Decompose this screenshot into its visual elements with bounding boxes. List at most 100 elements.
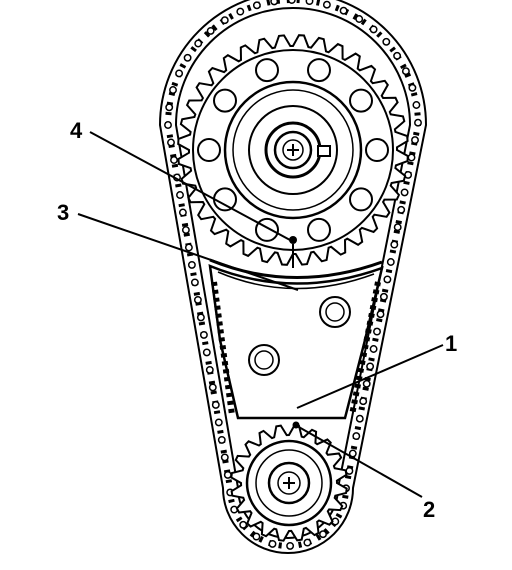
chain-roller [408,83,417,92]
chain-roller [404,170,413,179]
camshaft-timing-mark [289,236,297,244]
chain-roller [175,69,184,78]
chain-roller [178,208,187,217]
camshaft-bolt-center [282,139,304,161]
chain-roller [411,136,419,145]
chain-roller [287,0,296,4]
chain-roller [211,400,220,409]
leader-lines [77,131,444,498]
chain-roller [383,275,392,284]
chain-roller [217,435,226,444]
chain-rollers [164,0,422,550]
chain-roller [196,313,205,322]
callout-3: 3 [57,200,69,225]
chain-roller [376,310,385,319]
crankshaft-sprocket-ring [255,449,323,517]
chain-roller [362,379,371,388]
timing-chain [158,0,428,554]
chain-roller [352,432,361,441]
sprocket-lightening-hole [213,88,237,113]
chain-roller [164,121,172,129]
leader-line-1 [296,344,444,409]
guide-bolt-hole-upper [319,296,351,328]
chain-roller [239,520,248,529]
chain-roller [167,138,175,147]
chain-roller [202,348,211,357]
chain-roller [400,188,409,197]
camshaft-hub-ring [232,89,354,211]
chain-roller [165,103,174,112]
chain-roller [355,414,364,423]
chain-outer-edge [158,0,428,554]
crankshaft-bolt-cross-icon [283,477,295,489]
chain-roller [252,532,261,541]
chain-roller [305,0,314,6]
chain-roller [169,86,177,94]
chain-roller [214,418,223,427]
chain-roller [382,37,391,46]
chain-roller [194,39,203,48]
chain-roller [390,240,399,249]
chain-roller [190,278,199,287]
chain-roller [366,362,375,371]
sprocket-lightening-hole [307,58,331,83]
camshaft-bolt-cross-icon [287,144,299,156]
chain-roller [407,153,416,162]
chain-roller [369,25,378,34]
chain-roller [208,383,217,392]
leader-line-2 [296,425,423,498]
callout-4: 4 [70,118,83,143]
chain-roller [220,16,229,25]
chain-roller [176,191,184,199]
chain-roller [397,205,406,214]
camshaft-hub-inner [248,105,338,195]
chain-roller [220,453,229,462]
chain-inner-edge [174,7,412,539]
leader-line-4 [89,131,291,241]
chain-guide-left-rib [211,281,235,416]
chain-roller [170,156,178,164]
callout-2: 2 [423,497,435,522]
chain-roller [268,539,277,548]
sprocket-lightening-hole [349,187,373,212]
chain-guide [208,258,384,420]
chain-roller [319,530,327,539]
chain-roller [379,292,388,301]
sprocket-lightening-hole [349,88,373,113]
chain-roller [355,15,364,23]
sprocket-lightening-hole [307,217,331,242]
guide-bolt-hole-lower-inner [254,350,274,370]
leader-line-3 [77,213,299,291]
chain-roller [414,118,422,127]
sprocket-lightening-hole [255,58,279,83]
chain-roller [386,258,395,266]
chain-roller [393,223,402,232]
camshaft-sprocket-holes [197,58,389,242]
chain-roller [183,53,192,62]
chain-roller [339,6,348,15]
guide-bolt-hole-lower [248,344,280,376]
chain-roller [206,26,215,35]
chain-roller [270,0,279,6]
callout-1: 1 [445,331,457,356]
camshaft-sprocket [177,34,409,268]
sprocket-lightening-hole [197,138,221,162]
chain-roller [181,226,190,234]
sprocket-lightening-hole [255,217,279,242]
chain-roller [322,0,331,9]
sprocket-lightening-hole [213,187,237,212]
chain-roller [223,470,232,479]
chain-roller [373,327,381,336]
chain-roller [184,243,193,252]
chain-roller [412,101,421,109]
chain-roller [193,295,202,304]
chain-roller [393,51,402,60]
crankshaft-bolt-center [277,471,301,495]
crankshaft-sprocket [230,421,348,542]
guide-bolt-hole-upper-inner [325,302,345,322]
chain-roller [359,397,368,406]
callouts: 1 2 3 4 [57,118,457,522]
sprocket-lightening-hole [365,138,389,162]
chain-roller [187,260,196,269]
chain-roller [236,7,245,16]
